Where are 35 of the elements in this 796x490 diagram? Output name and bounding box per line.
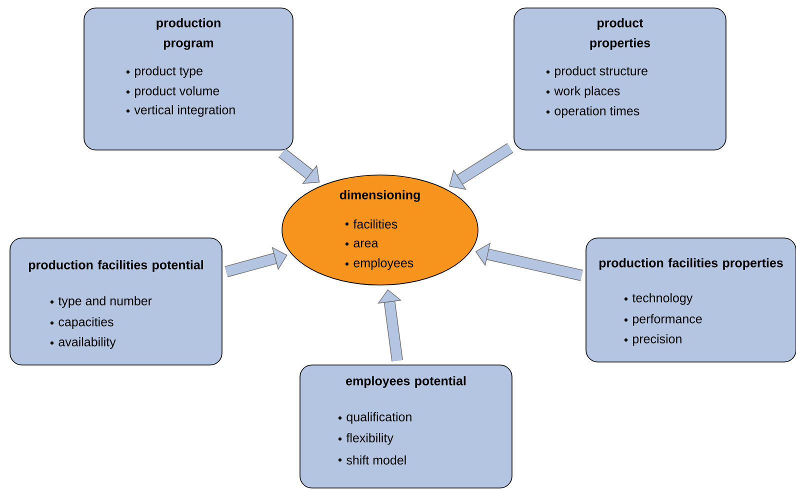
- info-box: [586, 238, 796, 362]
- bullet-item: qualification: [338, 412, 412, 424]
- block-arrow: [475, 242, 583, 281]
- bullet-item: facilities: [345, 219, 398, 229]
- bullet-item: availability: [50, 337, 116, 349]
- bullet-item: flexibility: [338, 433, 394, 445]
- box-heading: production facilities potential: [29, 260, 203, 272]
- block-arrow: [378, 289, 403, 362]
- bullet-item: work places: [546, 86, 620, 98]
- box-heading: production facilities properties: [599, 258, 783, 270]
- bullet-item: product type: [126, 66, 202, 78]
- bullet-item: type and number: [50, 296, 152, 308]
- info-box: [300, 364, 512, 488]
- bullet-item: vertical integration: [126, 105, 235, 117]
- box-heading: employees potential: [346, 376, 466, 388]
- info-box: [514, 8, 726, 150]
- info-box: [84, 8, 294, 150]
- bullet-item: capacities: [50, 317, 114, 329]
- info-box: [10, 238, 222, 366]
- bullet-item: area: [345, 240, 378, 248]
- bullet-item: product volume: [126, 86, 220, 98]
- bullet-item: technology: [624, 293, 693, 305]
- bullet-item: operation times: [546, 106, 640, 118]
- bullet-item: employees: [345, 258, 414, 270]
- bullet-item: precision: [624, 334, 682, 346]
- bullet-item: shift model: [338, 455, 406, 465]
- box-heading: dimensioning: [340, 190, 420, 202]
- block-arrow: [449, 143, 514, 190]
- box-heading: product properties: [590, 18, 650, 50]
- bullet-item: product structure: [546, 66, 648, 78]
- block-arrow: [224, 246, 288, 278]
- box-heading: production program: [156, 18, 220, 50]
- central-ellipse: [282, 174, 478, 286]
- bullet-item: performance: [624, 314, 702, 326]
- block-arrow: [278, 148, 320, 184]
